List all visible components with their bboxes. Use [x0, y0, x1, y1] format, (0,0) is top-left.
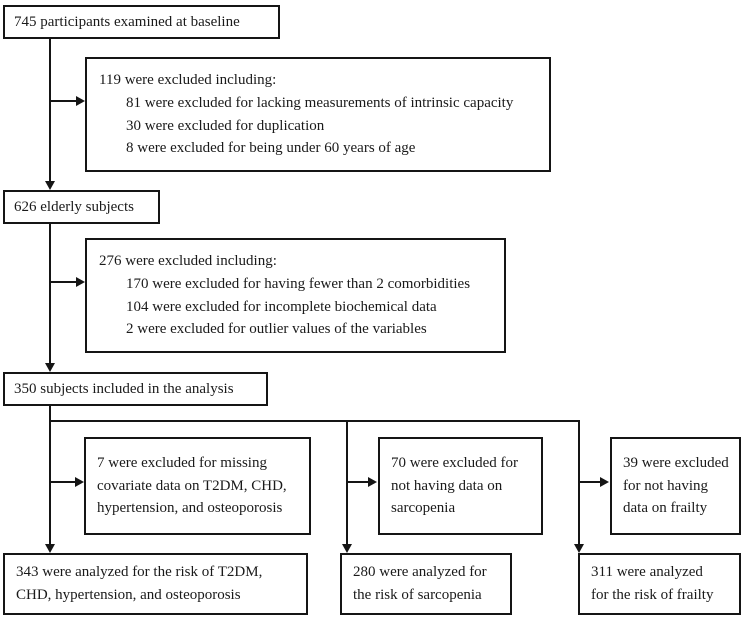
excluded-2-item: 170 were excluded for having fewer than … — [126, 275, 471, 292]
arrow-right-excluded-middle — [368, 477, 377, 487]
excluded-2-item: 104 were excluded for incomplete biochem… — [126, 298, 437, 315]
result-left-line: CHD, hypertension, and osteoporosis — [16, 587, 241, 603]
node-excluded-2: 276 were excluded including: 170 were ex… — [85, 238, 506, 353]
excluded-right-line: 39 were excluded — [623, 454, 729, 471]
node-baseline-label: 745 participants examined at baseline — [14, 14, 240, 30]
node-result-middle: 280 were analyzed for the risk of sarcop… — [340, 553, 512, 615]
node-excluded-middle: 70 were excluded for not having data on … — [378, 437, 543, 535]
excluded-2-item: 2 were excluded for outlier values of th… — [126, 321, 427, 338]
excluded-1-item: 81 were excluded for lacking measurement… — [126, 94, 514, 111]
excluded-right-line: for not having — [623, 477, 708, 494]
result-left-line: 343 were analyzed for the risk of T2DM, — [16, 564, 263, 581]
node-excluded-right: 39 were excluded for not having data on … — [610, 437, 741, 535]
result-middle-line: the risk of sarcopenia — [353, 587, 482, 603]
branch-line-excluded-middle — [346, 481, 368, 483]
branch-line-excluded-left — [49, 481, 75, 483]
arrow-down-result-right — [574, 544, 584, 553]
arrow-right-excluded-1 — [76, 96, 85, 106]
node-elderly-label: 626 elderly subjects — [14, 199, 134, 215]
excluded-left-line: 7 were excluded for missing — [97, 454, 267, 471]
excluded-right-line: data on frailty — [623, 500, 708, 517]
arrow-right-excluded-2 — [76, 277, 85, 287]
branch-trunk-left — [49, 406, 51, 547]
excluded-1-heading: 119 were excluded including: — [99, 71, 277, 88]
arrow-down-to-analysis — [45, 363, 55, 372]
excluded-middle-line: 70 were excluded for — [391, 454, 519, 471]
branch-trunk-right — [578, 420, 580, 547]
excluded-left-line: hypertension, and osteoporosis — [97, 500, 283, 517]
result-middle-line: 280 were analyzed for — [353, 564, 487, 581]
branch-distribution-bar — [49, 420, 580, 422]
node-analysis-label: 350 subjects included in the analysis — [14, 381, 234, 397]
branch-line-excluded-right — [578, 481, 600, 483]
excluded-1-item: 8 were excluded for being under 60 years… — [126, 140, 416, 157]
branch-trunk-middle — [346, 420, 348, 547]
excluded-2-heading: 276 were excluded including: — [99, 252, 277, 269]
result-right-line: for the risk of frailty — [591, 587, 714, 603]
excluded-middle-line: sarcopenia — [391, 500, 456, 517]
branch-line-excluded-2 — [49, 281, 76, 283]
arrow-down-result-middle — [342, 544, 352, 553]
node-result-right: 311 were analyzed for the risk of frailt… — [578, 553, 741, 615]
excluded-1-item: 30 were excluded for duplication — [126, 117, 325, 134]
node-result-left: 343 were analyzed for the risk of T2DM, … — [3, 553, 308, 615]
node-excluded-1: 119 were excluded including: 81 were exc… — [85, 57, 551, 172]
branch-line-excluded-1 — [49, 100, 76, 102]
arrow-right-excluded-left — [75, 477, 84, 487]
excluded-left-line: covariate data on T2DM, CHD, — [97, 477, 287, 494]
node-analysis: 350 subjects included in the analysis — [3, 372, 268, 406]
arrow-down-result-left — [45, 544, 55, 553]
arrow-down-to-elderly — [45, 181, 55, 190]
trunk-line-1 — [49, 39, 51, 181]
trunk-line-2 — [49, 224, 51, 363]
result-right-line: 311 were analyzed — [591, 564, 703, 581]
arrow-right-excluded-right — [600, 477, 609, 487]
excluded-middle-line: not having data on — [391, 477, 503, 494]
node-baseline: 745 participants examined at baseline — [3, 5, 280, 39]
node-elderly: 626 elderly subjects — [3, 190, 160, 224]
node-excluded-left: 7 were excluded for missing covariate da… — [84, 437, 311, 535]
